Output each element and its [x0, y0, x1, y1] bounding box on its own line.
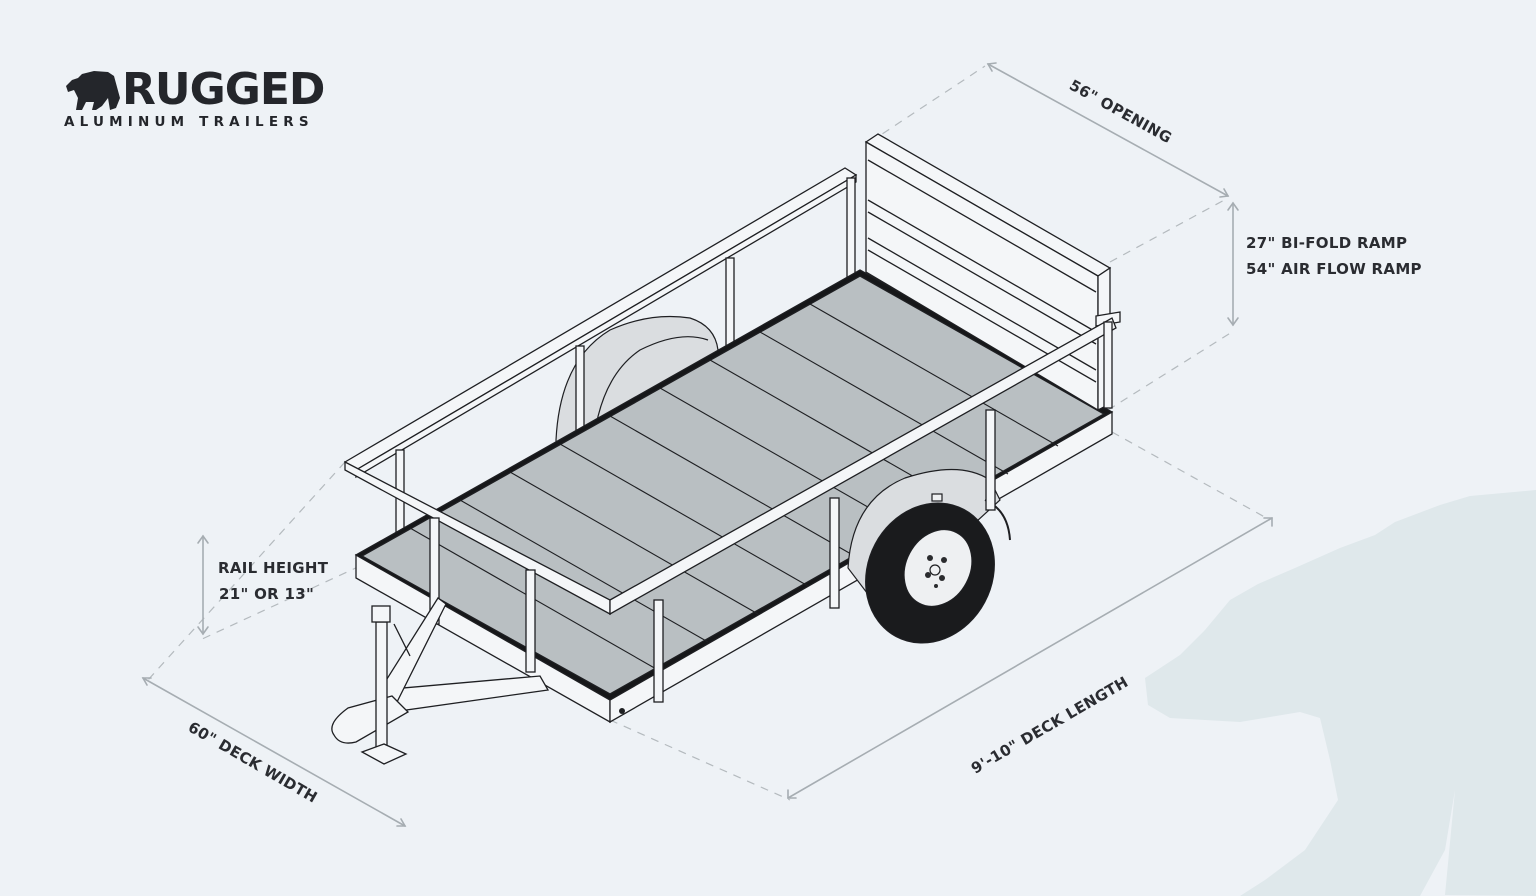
bear-silhouette-icon	[66, 71, 120, 110]
ramp-dimension-line2: 54" AIR FLOW RAMP	[1246, 260, 1422, 278]
bi-fold-ramp	[864, 133, 1121, 412]
brand-name: RUGGED	[122, 64, 325, 115]
brand-logo: RUGGED ALUMINUM TRAILERS	[64, 64, 344, 134]
tongue-and-jack	[331, 597, 550, 765]
bear-watermark-icon	[1145, 490, 1536, 896]
brand-tagline: ALUMINUM TRAILERS	[64, 114, 314, 130]
rail-height-values: 21" OR 13"	[219, 585, 315, 603]
rail-height-label: RAIL HEIGHT	[218, 559, 329, 577]
wheel	[847, 468, 1011, 644]
ramp-dimension-line1: 27" BI-FOLD RAMP	[1246, 234, 1408, 252]
